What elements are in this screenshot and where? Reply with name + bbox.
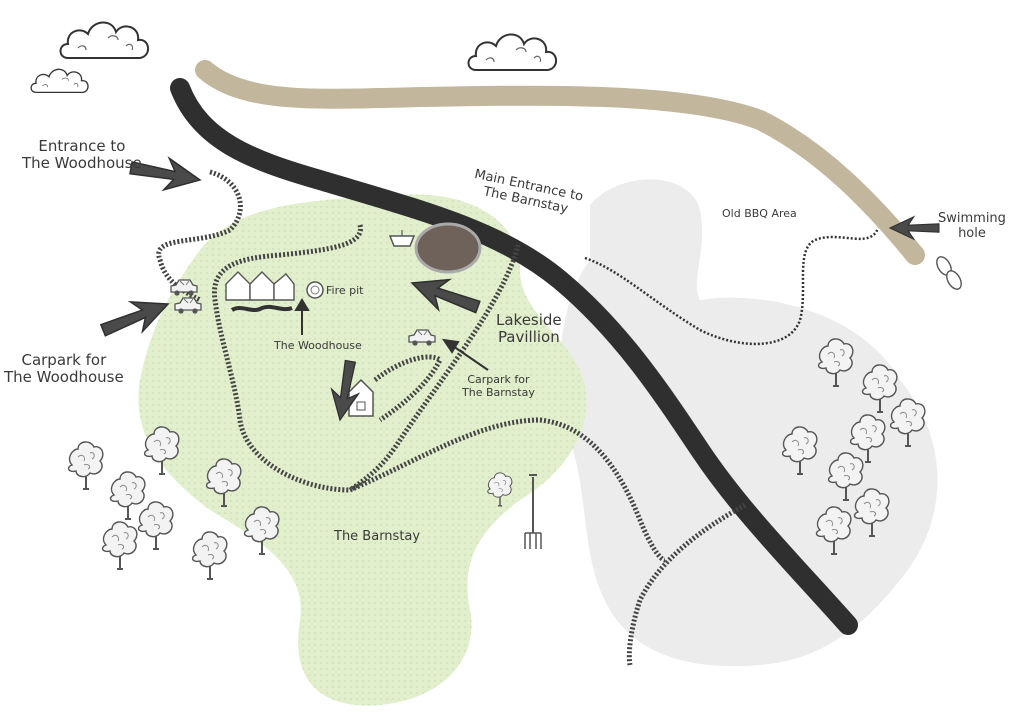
cloud-icon (59, 21, 150, 59)
tree-icon (191, 530, 228, 580)
label-line: Swimming (938, 211, 1006, 226)
tree-icon (137, 500, 174, 550)
label-swimming-hole: Swimming hole (938, 211, 1006, 242)
label-line: hole (958, 225, 986, 241)
boat-icon (388, 230, 416, 247)
main-road (170, 78, 858, 635)
label-line: The Barnstay (462, 385, 535, 399)
label-entrance-woodhouse: Entrance to The Woodhouse (22, 137, 142, 173)
flip-flops-icon (936, 256, 962, 290)
footpath (584, 227, 880, 346)
label-old-bbq: Old BBQ Area (722, 207, 797, 220)
label-line: Pavillion (497, 328, 560, 347)
label-line: The Woodhouse (4, 368, 124, 387)
river (195, 60, 925, 265)
pitchfork-icon (524, 474, 542, 549)
tree-icon (101, 520, 138, 570)
tracks (156, 169, 747, 666)
label-fire-pit: Fire pit (326, 284, 364, 297)
label-barnstay: The Barnstay (334, 529, 421, 544)
tree-icon (109, 470, 146, 520)
cloud-icon (467, 33, 558, 71)
label-line: The Woodhouse (22, 154, 142, 173)
tree-icon (67, 440, 104, 490)
fire-pit-icon (306, 281, 324, 299)
label-carpark-woodhouse: Carpark for The Woodhouse (4, 351, 124, 387)
arrow-icon (294, 298, 489, 371)
label-woodhouse: The Woodhouse (274, 339, 362, 352)
label-lakeside-pavillion: Lakeside Pavillion (496, 311, 562, 347)
label-line: Lakeside (496, 311, 562, 329)
woodhouse-icon (225, 271, 295, 312)
cloud-icon (30, 68, 89, 94)
label-line: Entrance to (38, 137, 126, 155)
house-icon (348, 378, 374, 417)
label-line: Carpark for (21, 351, 107, 369)
pond (414, 222, 482, 274)
label-carpark-barnstay: Carpark for The Barnstay (462, 373, 535, 399)
label-line: Carpark for (467, 373, 530, 386)
